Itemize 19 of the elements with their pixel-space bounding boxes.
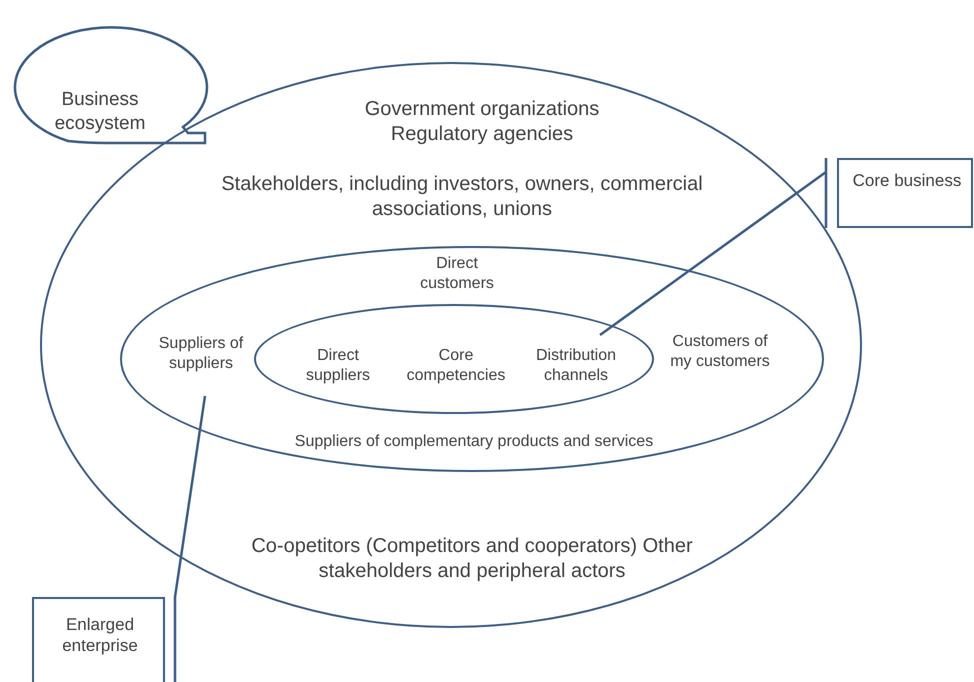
- label-box: [32, 597, 165, 682]
- region-label: Direct suppliers: [304, 346, 372, 386]
- region-label: Customers of my customers: [669, 332, 771, 372]
- ellipse-region: [120, 246, 824, 472]
- label-box: [837, 158, 973, 228]
- region-label: Core competencies: [406, 346, 506, 386]
- region-label: Government organizations Regulatory agencies: [364, 97, 600, 147]
- region-label: Suppliers of complementary products and services: [294, 432, 654, 452]
- region-label: Suppliers of suppliers: [158, 334, 244, 374]
- region-label: Core business: [852, 170, 962, 192]
- leader-line: [598, 156, 828, 336]
- ellipse-region: [254, 304, 654, 414]
- region-label: Direct customers: [419, 254, 495, 294]
- region-label: Distribution channels: [534, 346, 618, 386]
- region-label: Stakeholders, including investors, owners, commercial associations, unions: [220, 172, 704, 222]
- leader-line: [174, 394, 206, 682]
- region-label: Business ecosystem: [54, 88, 146, 136]
- region-label: Co-opetitors (Competitors and cooperators) Other stakeholders and peripheral actors: [250, 534, 694, 584]
- region-label: Enlarged enterprise: [61, 614, 139, 656]
